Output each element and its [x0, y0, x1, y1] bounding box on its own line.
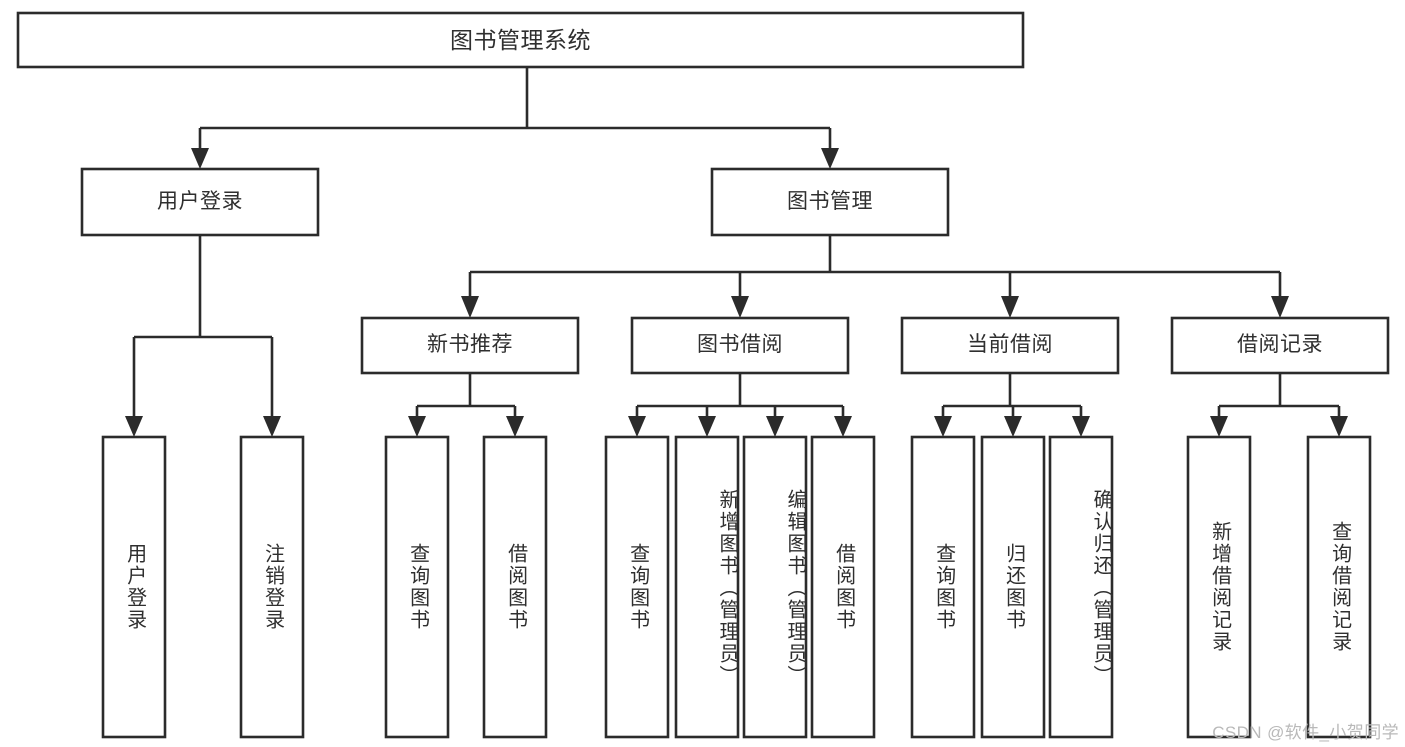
arrow-head-book-management [821, 148, 839, 169]
arrow-head-user-login [191, 148, 209, 169]
node-box-book-borrow[interactable] [630, 316, 850, 375]
arrow-head-leaf-add-book [698, 416, 716, 437]
arrow-head-leaf-query-record [1330, 416, 1348, 437]
arrow-head-leaf-confirm-return [1072, 416, 1090, 437]
arrow-head-leaf-user-login [125, 416, 143, 437]
node-box-leaf-query-book-3[interactable] [910, 435, 976, 739]
arrow-head-book-borrow [731, 296, 749, 318]
node-box-leaf-logout[interactable] [239, 435, 305, 739]
node-box-leaf-borrow-book-1[interactable] [482, 435, 548, 739]
arrow-head-leaf-query-book-1 [408, 416, 426, 437]
node-box-leaf-return-book[interactable] [980, 435, 1046, 739]
node-box-leaf-confirm-return[interactable] [1048, 435, 1114, 739]
node-box-leaf-user-login[interactable] [101, 435, 167, 739]
arrow-head-leaf-edit-book [766, 416, 784, 437]
node-box-borrow-record[interactable] [1170, 316, 1390, 375]
node-box-new-book-recommend[interactable] [360, 316, 580, 375]
arrow-head-leaf-return-book [1004, 416, 1022, 437]
arrow-head-leaf-borrow-book-1 [506, 416, 524, 437]
arrow-head-leaf-borrow-book-2 [834, 416, 852, 437]
arrow-head-borrow-record [1271, 296, 1289, 318]
node-box-current-borrow[interactable] [900, 316, 1120, 375]
node-box-leaf-add-record[interactable] [1186, 435, 1252, 739]
node-box-leaf-add-book[interactable] [674, 435, 740, 739]
arrow-head-current-borrow [1001, 296, 1019, 318]
node-box-leaf-edit-book[interactable] [742, 435, 808, 739]
watermark-credit: CSDN @软件_小贺同学 [1212, 723, 1399, 742]
arrow-head-leaf-query-book-3 [934, 416, 952, 437]
node-box-user-login[interactable] [80, 167, 320, 237]
node-box-leaf-query-book-2[interactable] [604, 435, 670, 739]
arrow-head-leaf-add-record [1210, 416, 1228, 437]
arrow-head-new-book-recommend [461, 296, 479, 318]
node-box-leaf-query-book-1[interactable] [384, 435, 450, 739]
node-box-leaf-query-record[interactable] [1306, 435, 1372, 739]
node-box-book-management[interactable] [710, 167, 950, 237]
node-box-root[interactable] [16, 11, 1025, 69]
node-box-leaf-borrow-book-2[interactable] [810, 435, 876, 739]
arrow-head-leaf-logout [263, 416, 281, 437]
arrow-head-leaf-query-book-2 [628, 416, 646, 437]
